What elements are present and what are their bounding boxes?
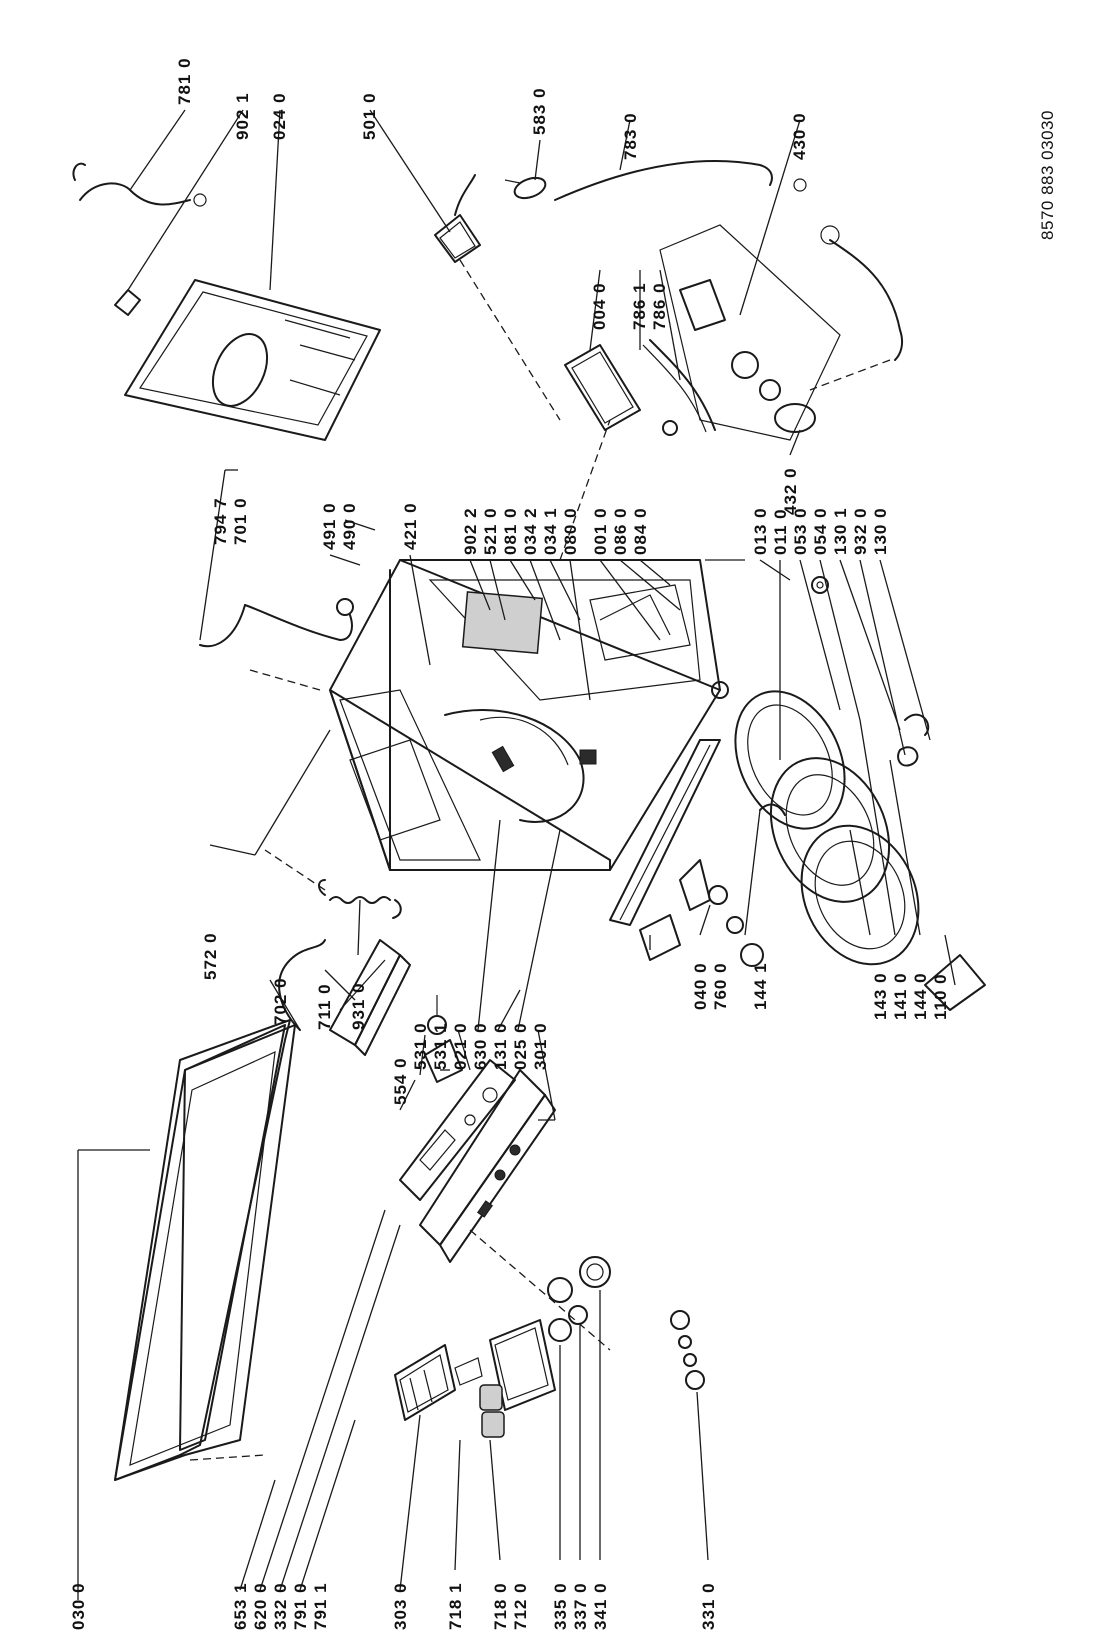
label-303: 303 0 (391, 1582, 410, 1630)
label-144-0: 144 0 (911, 972, 930, 1020)
label-130-1: 130 1 (831, 507, 850, 555)
label-554: 554 0 (391, 1057, 410, 1105)
label-332: 332 0 (271, 1582, 290, 1630)
label-902-1: 902 1 (233, 92, 252, 140)
label-143: 143 0 (871, 972, 890, 1020)
timer-part (424, 995, 463, 1083)
label-791-0: 791 0 (291, 1582, 310, 1630)
label-711: 711 0 (315, 983, 334, 1030)
label-630: 630 0 (471, 1022, 490, 1070)
label-301: 301 0 (531, 1022, 550, 1070)
label-932: 932 0 (851, 507, 870, 555)
front-panel-labels: 702 0 711 0 931 0 554 0 531 0 531 1 021 … (271, 977, 550, 1105)
label-718-1: 718 1 (446, 1582, 465, 1630)
inlet-hose-part (199, 598, 354, 691)
label-712: 712 0 (511, 1582, 530, 1630)
label-081: 081 0 (501, 507, 520, 555)
label-034-2: 034 2 (521, 507, 540, 555)
label-131: 131 0 (491, 1022, 510, 1070)
label-490: 490 0 (340, 502, 359, 550)
dispenser-drawer-part (394, 1344, 456, 1421)
label-531-0: 531 0 (411, 1022, 430, 1070)
worktop-part (114, 1019, 296, 1481)
fascia-part (399, 1059, 516, 1201)
label-141: 141 0 (891, 972, 910, 1020)
cabinet-labels: 794 7 701 0 491 0 490 0 421 0 902 2 521 … (211, 467, 890, 555)
label-001: 001 0 (591, 507, 610, 555)
label-080: 080 0 (561, 507, 580, 555)
label-421: 421 0 (401, 502, 420, 550)
plinth-rail-part (609, 739, 721, 926)
label-110: 110 0 (931, 973, 950, 1020)
label-791-1: 791 1 (311, 1582, 330, 1630)
label-030: 030 0 (69, 1582, 88, 1630)
control-knobs-part (547, 1256, 705, 1390)
label-701: 701 0 (231, 497, 250, 545)
label-491: 491 0 (320, 502, 339, 550)
label-931: 931 0 (349, 982, 368, 1030)
label-054: 054 0 (811, 507, 830, 555)
middle-labels: 572 0 040 0 760 0 144 1 (201, 932, 770, 1010)
label-053: 053 0 (791, 507, 810, 555)
cabinet-part (329, 419, 721, 871)
label-086: 086 0 (611, 507, 630, 555)
label-781: 781 0 (175, 57, 194, 105)
label-432: 432 0 (781, 467, 800, 515)
label-702: 702 0 (271, 977, 290, 1025)
drain-hose-part (72, 162, 207, 316)
label-040: 040 0 (691, 962, 710, 1010)
label-011: 011 0 (771, 508, 790, 555)
label-331: 331 0 (699, 1582, 718, 1630)
label-501: 501 0 (360, 92, 379, 140)
pressure-switch-part (434, 174, 561, 421)
label-341: 341 0 (591, 1582, 610, 1630)
hinge-part (639, 859, 764, 967)
label-718-0: 718 0 (491, 1582, 510, 1630)
document-code: 8570 883 03030 (1038, 110, 1057, 240)
label-653: 653 1 (231, 1582, 250, 1630)
label-084: 084 0 (631, 507, 650, 555)
label-583: 583 0 (530, 87, 549, 135)
control-panel-part (419, 1069, 611, 1351)
top-labels: 781 0 902 1 024 0 501 0 583 0 783 0 430 … (175, 57, 809, 330)
label-021: 021 0 (451, 1022, 470, 1070)
label-783: 783 0 (621, 112, 640, 160)
label-034-1: 034 1 (541, 507, 560, 555)
label-430: 430 0 (790, 112, 809, 160)
door-labels: 143 0 141 0 144 0 110 0 (871, 972, 950, 1020)
spring-part (264, 849, 402, 919)
label-786-1: 786 1 (630, 282, 649, 330)
label-130-0: 130 0 (871, 507, 890, 555)
label-794: 794 7 (211, 497, 230, 545)
door-parts (711, 681, 986, 1011)
electronic-module-part (278, 939, 411, 1056)
label-620: 620 0 (251, 1582, 270, 1630)
label-335: 335 0 (551, 1582, 570, 1630)
label-760: 760 0 (711, 962, 730, 1010)
label-004: 004 0 (590, 282, 609, 330)
label-531-1: 531 1 (431, 1022, 450, 1070)
label-902-2: 902 2 (461, 507, 480, 555)
label-786-0: 786 0 (650, 282, 669, 330)
sensor-part (504, 159, 807, 201)
label-024: 024 0 (270, 92, 289, 140)
small-fixings-part (705, 559, 829, 594)
label-521: 521 0 (481, 507, 500, 555)
top-cover-part (124, 279, 381, 441)
gasket-part (564, 339, 716, 436)
label-572: 572 0 (201, 932, 220, 980)
label-025: 025 0 (511, 1022, 530, 1070)
detergent-box-part (454, 1319, 556, 1438)
bottom-labels: 030 0 653 1 620 0 332 0 791 0 791 1 303 … (69, 1582, 718, 1630)
label-337: 337 0 (571, 1582, 590, 1630)
leader-lines (77, 109, 956, 1600)
label-144-1: 144 1 (751, 962, 770, 1010)
pump-part (659, 224, 904, 441)
label-013: 013 0 (751, 507, 770, 555)
